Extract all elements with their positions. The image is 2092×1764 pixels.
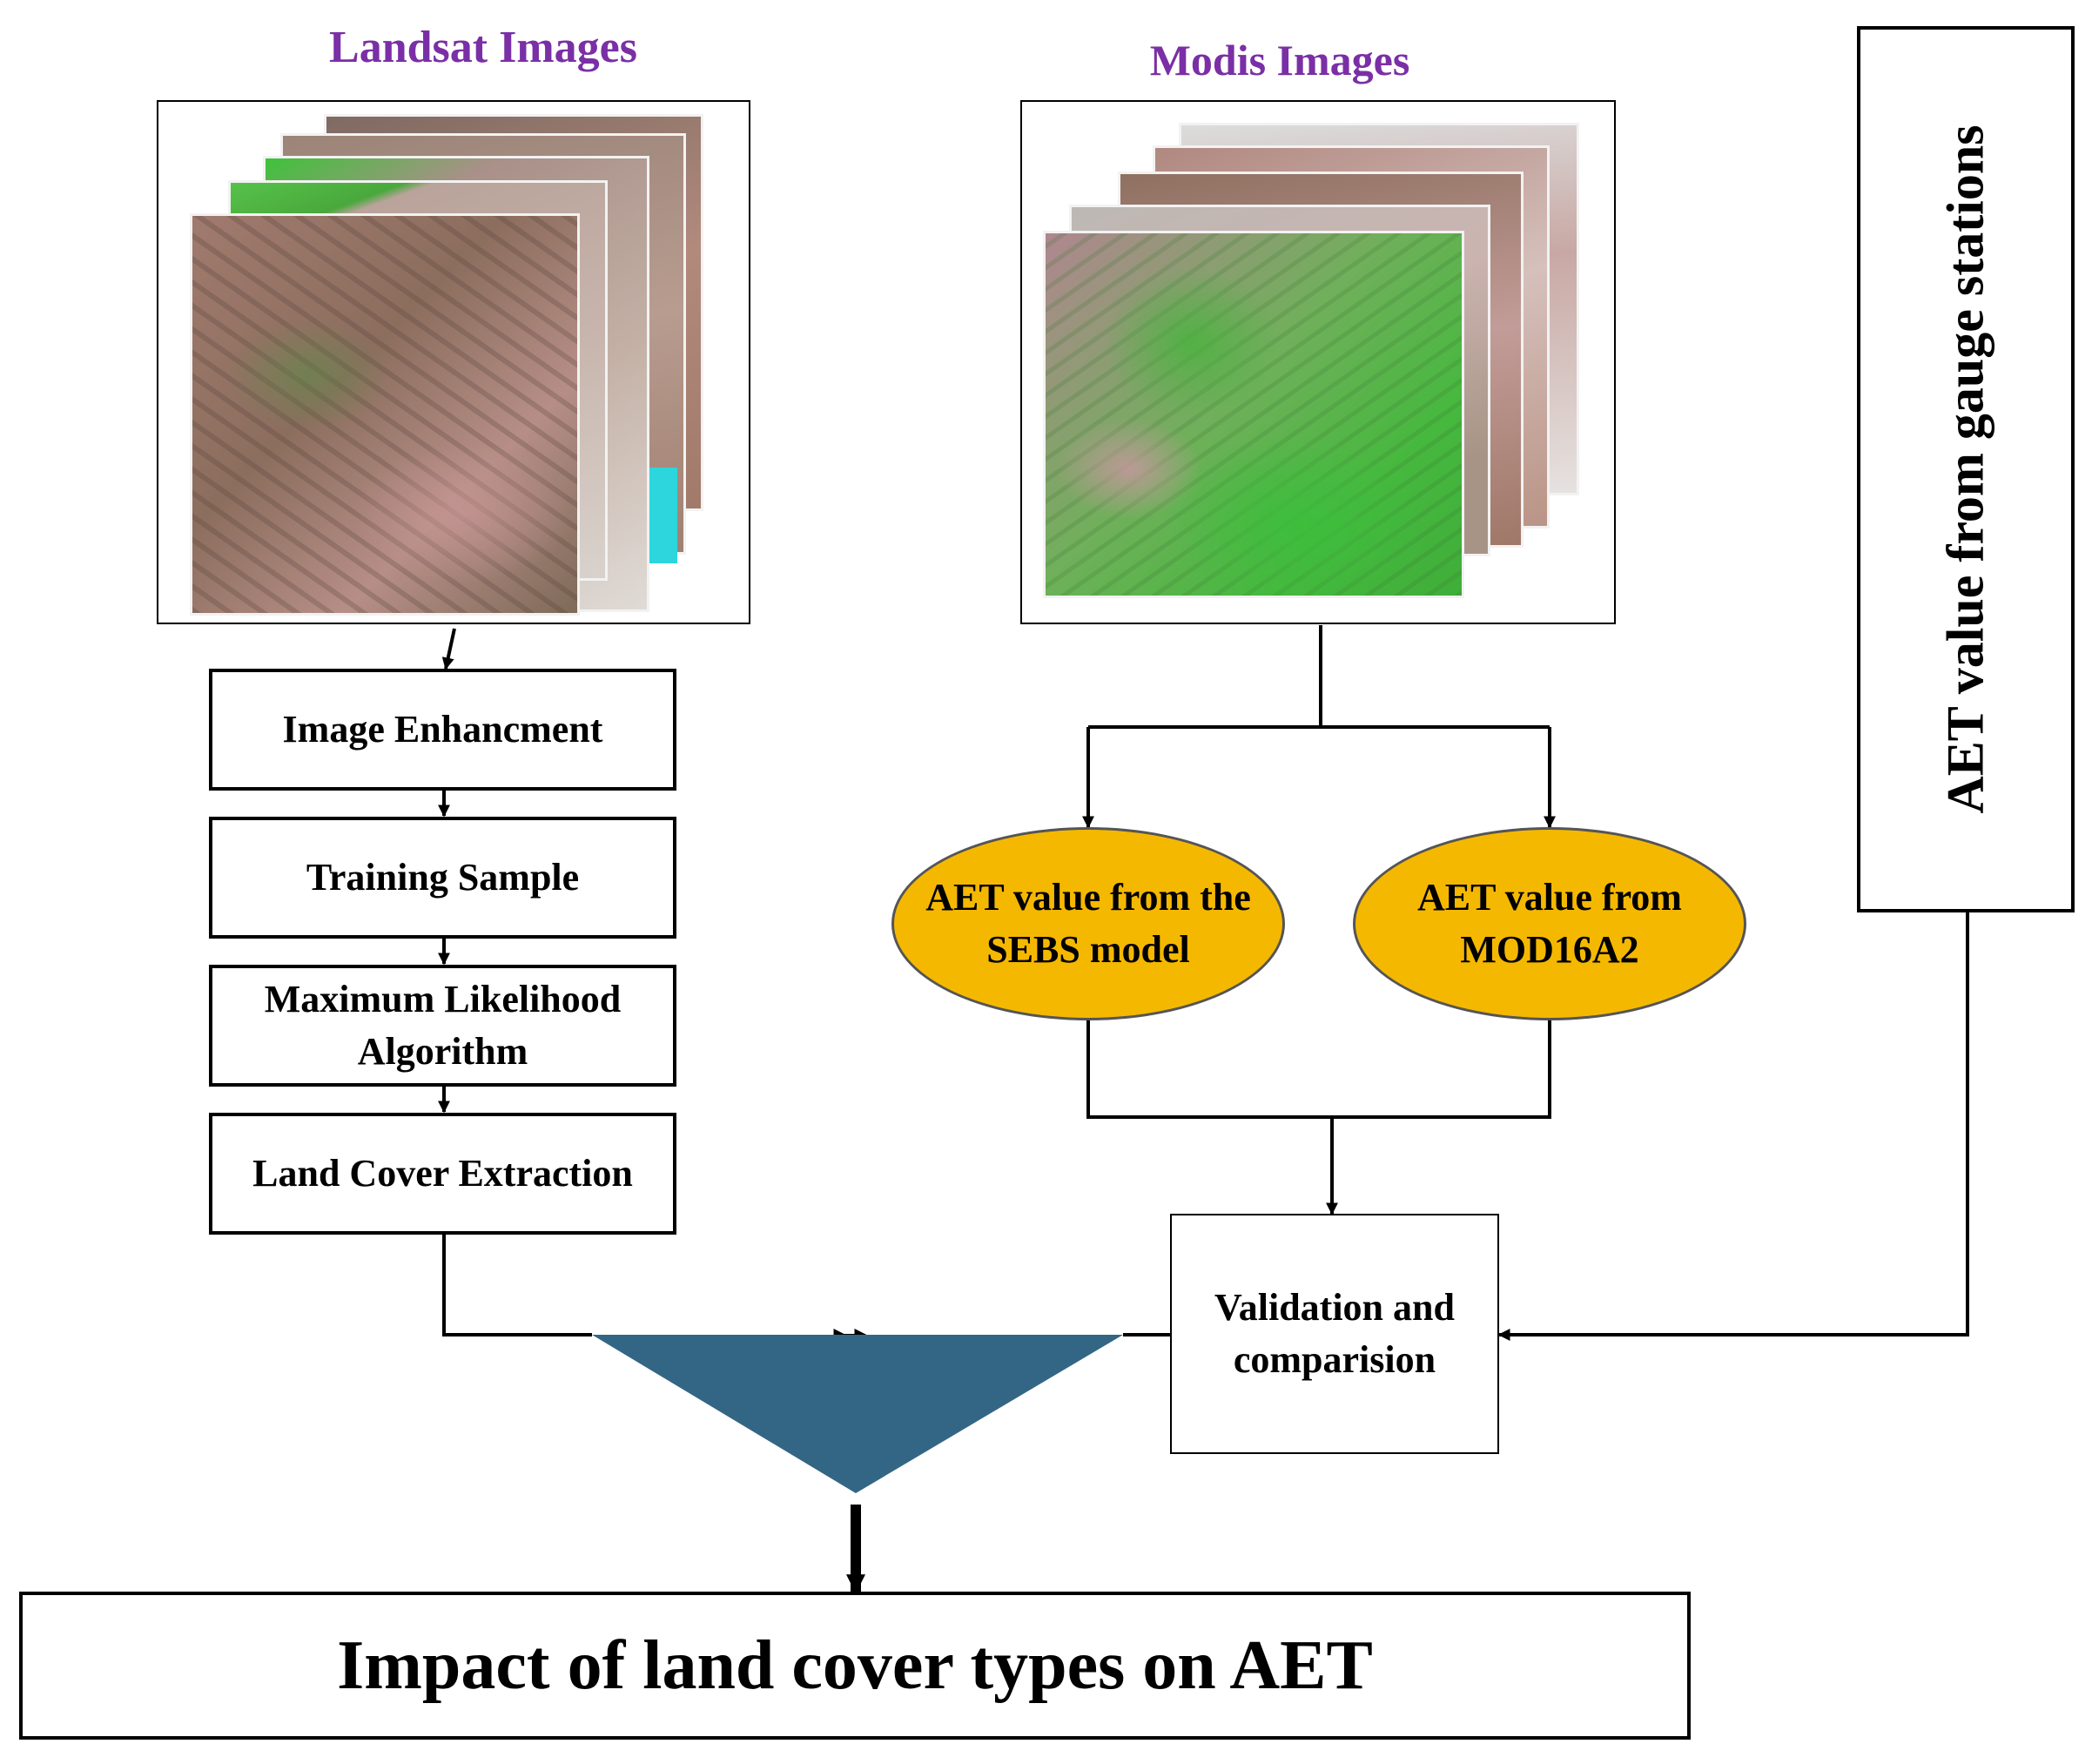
gauge-stations-box: AET value from gauge stations bbox=[1857, 26, 2075, 912]
maximum-likelihood-box: Maximum Likelihood Algorithm bbox=[209, 965, 676, 1087]
sebs-aet-ellipse: AET value from the SEBS model bbox=[891, 827, 1285, 1020]
line-ellipses-join bbox=[1086, 1020, 1551, 1119]
land-cover-extraction-box: Land Cover Extraction bbox=[209, 1113, 676, 1235]
training-sample-box: Training Sample bbox=[209, 817, 676, 939]
validation-box: Validation and comparision bbox=[1170, 1214, 1499, 1454]
arrow-gauge-to-validation bbox=[1497, 912, 1969, 1341]
result-box: Impact of land cover types on AET bbox=[19, 1592, 1691, 1740]
gauge-stations-label: AET value from gauge stations bbox=[1936, 125, 1994, 814]
merge-funnel bbox=[592, 1335, 1123, 1493]
arrow-landsat-to-enhancement bbox=[441, 628, 456, 670]
line-extraction-to-funnel bbox=[442, 1234, 592, 1336]
landsat-scene-1 bbox=[190, 213, 580, 616]
modis-heading: Modis Images bbox=[1149, 36, 1410, 84]
landsat-heading: Landsat Images bbox=[329, 23, 637, 72]
water-patch bbox=[646, 468, 677, 563]
image-enhancement-box: Image Enhancment bbox=[209, 669, 676, 791]
modis-scene-1 bbox=[1043, 231, 1464, 598]
landsat-image-frame bbox=[157, 100, 750, 624]
modis-image-frame bbox=[1020, 100, 1616, 624]
mod16a2-aet-ellipse: AET value from MOD16A2 bbox=[1353, 827, 1746, 1020]
